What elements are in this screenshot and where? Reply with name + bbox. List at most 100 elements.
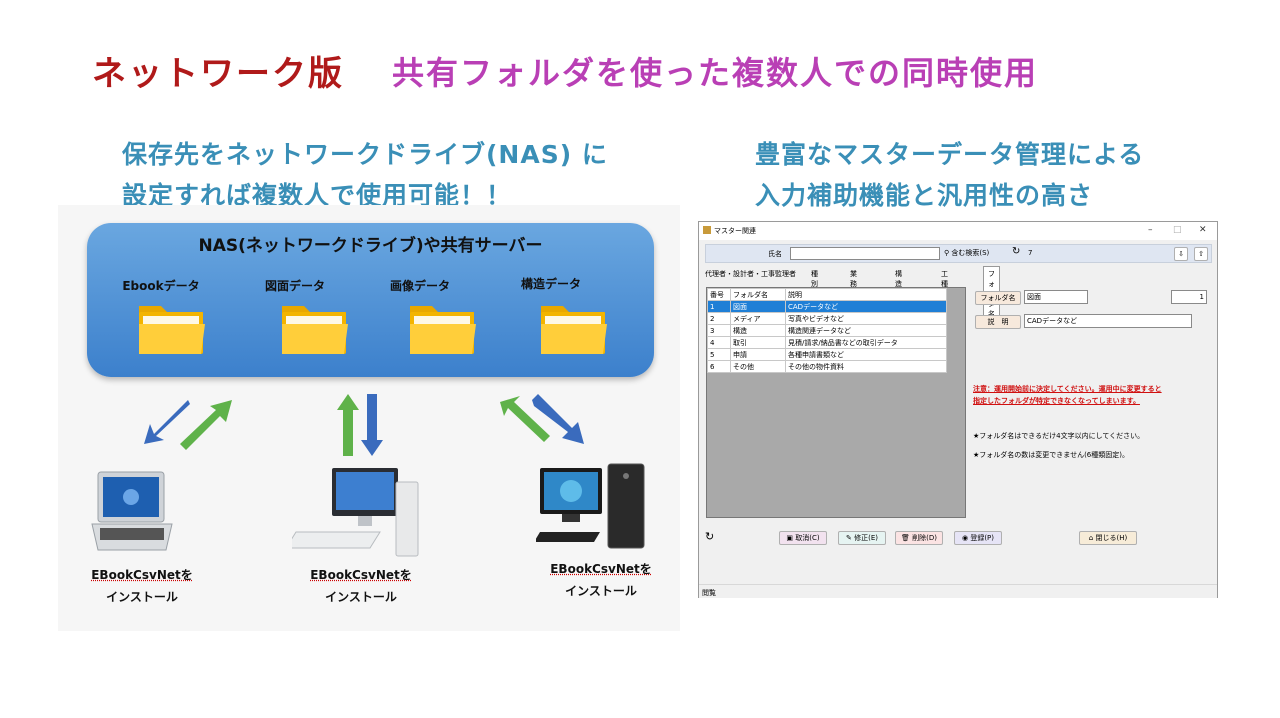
binoculars-icon: ⚲ <box>944 249 950 257</box>
table-row[interactable]: 5 申請 各種申請書類など <box>707 348 947 361</box>
tab-work-type[interactable]: 工種 <box>941 270 948 288</box>
folder-icon <box>282 306 348 354</box>
table-row[interactable]: 3 構造 構造関連データなど <box>707 324 947 337</box>
edit-button[interactable]: ✎ 修正(E) <box>838 531 886 545</box>
refresh-icon[interactable]: ↻ <box>705 530 715 543</box>
row-folder-name: その他 <box>730 360 786 373</box>
number-input[interactable]: 1 <box>1171 290 1207 304</box>
folder-icon <box>410 306 476 354</box>
delete-button[interactable]: 🗑 削除(D) <box>895 531 943 545</box>
nas-box: NAS(ネットワークドライブ)や共有サーバー Ebookデータ 図面データ 画像… <box>87 223 654 377</box>
folder-icon <box>139 306 205 354</box>
client-app-label: EBookCsvNetを <box>550 562 652 576</box>
folder-label-structure: 構造データ <box>520 277 581 291</box>
note-folder-count: ★フォルダ名の数は変更できません(6種類固定)。 <box>973 451 1129 459</box>
row-folder-name: 取引 <box>730 336 786 349</box>
table-row[interactable]: 1 図面 CADデータなど <box>707 300 947 313</box>
right-caption-line2: 入力補助機能と汎用性の高さ <box>755 181 1094 210</box>
row-folder-name: メディア <box>730 312 786 325</box>
row-number: 1 <box>707 300 731 313</box>
warning-line1: 注意：運用開始前に決定してください。運用中に変更すると <box>973 385 1162 393</box>
edit-icon: ✎ <box>846 534 852 542</box>
client-app-label: EBookCsvNetを <box>91 568 193 582</box>
tab-agent-designer[interactable]: 代理者・設計者・工事監理者 <box>705 270 796 278</box>
edit-button-label: 修正(E) <box>854 534 878 542</box>
row-number: 6 <box>707 360 731 373</box>
column-header: フォルダ名 <box>730 288 786 301</box>
refresh-icon[interactable]: ↻ <box>1012 246 1021 257</box>
folder-label-ebook: Ebookデータ <box>122 279 200 293</box>
table-row[interactable]: 4 取引 見積/請求/納品書などの取引データ <box>707 336 947 349</box>
tab-structure[interactable]: 構造 <box>895 270 902 288</box>
register-button[interactable]: ◉ 登録(P) <box>954 531 1002 545</box>
table-row[interactable]: 6 その他 その他の物件資料 <box>707 360 947 373</box>
client-label-desktop: EBookCsvNetを インストール <box>291 564 431 608</box>
folder-grid: 番号 フォルダ名 説明 1 図面 CADデータなど 2 メディア 写真やビデオな… <box>706 287 966 518</box>
folder-icon <box>541 306 607 354</box>
row-description: 見積/請求/納品書などの取引データ <box>785 336 947 349</box>
column-header: 説明 <box>785 288 947 301</box>
folder-name-input[interactable]: 図面 <box>1024 290 1088 304</box>
description-input[interactable]: CADデータなど <box>1024 314 1192 328</box>
nas-title: NAS(ネットワークドライブ)や共有サーバー <box>198 236 543 256</box>
row-number: 2 <box>707 312 731 325</box>
search-button[interactable]: ⚲ 含む検索(S) <box>944 248 989 258</box>
client-action-label: インストール <box>106 590 178 604</box>
close-button[interactable]: ⌂ 閉じる(H) <box>1079 531 1137 545</box>
row-description: 構造関連データなど <box>785 324 947 337</box>
window-title: マスター関連 <box>714 227 756 235</box>
name-input[interactable] <box>790 247 940 260</box>
tab-business[interactable]: 業務 <box>850 270 857 288</box>
shared-folder-heading: 共有フォルダを使った複数人での同時使用 <box>392 54 1039 92</box>
desktop-pc-icon <box>292 468 419 557</box>
folder-label-drawing: 図面データ <box>264 279 325 293</box>
home-icon: ⌂ <box>1088 534 1094 542</box>
cancel-button[interactable]: ▣ 取消(C) <box>779 531 827 545</box>
column-header: 番号 <box>707 288 731 301</box>
export-icon[interactable]: ⇧ <box>1194 247 1208 261</box>
row-description: CADデータなど <box>785 300 947 313</box>
search-button-label: 含む検索(S) <box>951 249 990 257</box>
description-label: 説 明 <box>975 315 1021 329</box>
desktop-pc-icon <box>536 463 645 549</box>
client-action-label: インストール <box>325 590 397 604</box>
sync-arrows-right-icon <box>500 394 584 444</box>
cancel-button-label: 取消(C) <box>795 534 820 542</box>
tab-type[interactable]: 種別 <box>811 270 818 288</box>
close-icon[interactable]: ✕ <box>1199 225 1207 235</box>
search-bar: 氏名 ⚲ 含む検索(S) ↻ 7 ⇩ ⇧ <box>705 244 1212 263</box>
folder-table: 番号 フォルダ名 説明 1 図面 CADデータなど 2 メディア 写真やビデオな… <box>707 288 947 373</box>
row-number: 4 <box>707 336 731 349</box>
row-description: 写真やビデオなど <box>785 312 947 325</box>
import-icon[interactable]: ⇩ <box>1174 247 1188 261</box>
sync-arrows-left-icon <box>144 400 232 450</box>
row-description: その他の物件資料 <box>785 360 947 373</box>
client-app-label: EBookCsvNetを <box>310 568 412 582</box>
folder-name-label: フォルダ名 <box>975 291 1021 305</box>
window-titlebar: マスター関連 – □ ✕ <box>699 222 1217 240</box>
folder-label-image: 画像データ <box>389 279 450 293</box>
maximize-icon[interactable]: □ <box>1173 225 1182 235</box>
register-icon: ◉ <box>961 534 969 542</box>
delete-button-label: 削除(D) <box>912 534 937 542</box>
warning-line2: 指定したフォルダが特定できなくなってしまいます。 <box>973 397 1140 405</box>
cancel-icon: ▣ <box>786 534 794 542</box>
trash-icon: 🗑 <box>901 534 910 542</box>
table-row[interactable]: 2 メディア 写真やビデオなど <box>707 312 947 325</box>
client-label-tower: EBookCsvNetを インストール <box>531 558 671 602</box>
status-bar: 閲覧 <box>699 584 1217 598</box>
client-label-laptop: EBookCsvNetを インストール <box>72 564 212 608</box>
sync-arrows-center-icon <box>337 394 383 456</box>
right-caption-line1: 豊富なマスターデータ管理による <box>755 140 1145 169</box>
minimize-icon[interactable]: – <box>1148 225 1153 235</box>
close-button-label: 閉じる(H) <box>1095 534 1128 542</box>
network-edition-heading: ネットワーク版 <box>92 54 344 94</box>
row-folder-name: 申請 <box>730 348 786 361</box>
register-button-label: 登録(P) <box>970 534 995 542</box>
record-count: 7 <box>1028 249 1033 257</box>
laptop-icon <box>91 471 173 551</box>
name-label: 氏名 <box>768 250 782 258</box>
row-folder-name: 構造 <box>730 324 786 337</box>
left-caption-line1: 保存先をネットワークドライブ(NAS) に <box>122 140 608 169</box>
row-description: 各種申請書類など <box>785 348 947 361</box>
